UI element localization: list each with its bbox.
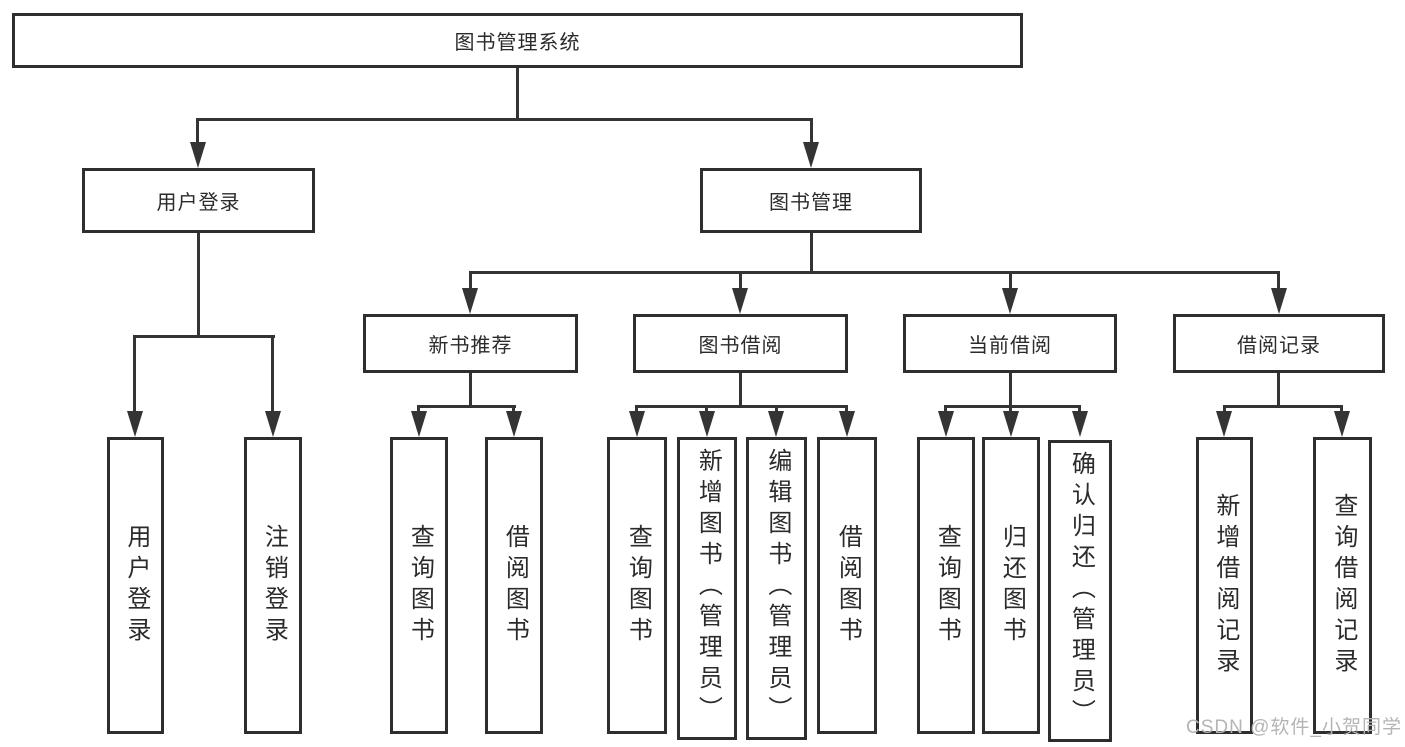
node-current-label: 当前借阅 [968,335,1052,357]
node-leaf-records-add-label: 新增借阅记录 [1211,492,1239,679]
connector-line [810,118,813,146]
arrow-down-icon [190,142,206,168]
node-records-label: 借阅记录 [1237,335,1321,357]
node-leaf-logout-label: 注销登录 [260,523,288,648]
connector-line [469,271,472,290]
arrow-down-icon [1003,411,1019,437]
node-user-login: 用户登录 [82,168,315,233]
arrow-down-icon [1216,411,1232,437]
connector-line [705,405,708,413]
arrow-down-icon [1072,411,1088,437]
node-leaf-borrowing-edit-admin-label: 编辑图书（管理员） [763,448,791,727]
node-leaf-user-login-label: 用户登录 [122,523,150,648]
connector-line [636,405,848,408]
node-root: 图书管理系统 [12,13,1023,68]
connector-line [739,271,742,290]
connector-line [1009,271,1012,290]
node-book-mgmt-label: 图书管理 [769,192,853,214]
connector-line [512,405,515,413]
node-book-mgmt: 图书管理 [700,168,922,233]
node-leaf-borrowing-edit-admin: 编辑图书（管理员） [746,437,807,740]
node-leaf-current-return: 归还图书 [982,437,1040,734]
connector-line [1223,405,1343,408]
node-root-label: 图书管理系统 [454,32,581,54]
connector-line [1009,405,1012,413]
arrow-down-icon [462,288,478,314]
node-borrowing-label: 图书借阅 [698,335,783,357]
connector-line [1223,405,1226,413]
node-leaf-current-confirm-admin: 确认归还（管理员） [1048,440,1112,742]
node-leaf-borrowing-add-admin: 新增图书（管理员） [677,437,737,740]
arrow-down-icon [127,411,143,437]
node-leaf-borrowing-query: 查询图书 [607,437,667,734]
node-leaf-records-query-label: 查询借阅记录 [1329,492,1357,679]
node-leaf-borrowing-add-admin-label: 新增图书（管理员） [694,448,722,727]
connector-line [418,405,516,408]
connector-line [469,271,1280,274]
arrow-down-icon [938,411,954,437]
arrow-down-icon [732,288,748,314]
connector-line [1277,271,1280,290]
connector-line [739,373,742,407]
connector-line [271,335,274,411]
arrow-down-icon [1334,411,1350,437]
node-leaf-user-login: 用户登录 [107,437,164,734]
node-leaf-logout: 注销登录 [244,437,302,734]
arrow-down-icon [699,411,715,437]
arrow-down-icon [629,411,645,437]
node-leaf-current-return-label: 归还图书 [998,523,1026,648]
connector-line [810,233,813,274]
arrow-down-icon [265,411,281,437]
node-leaf-borrowing-borrow-label: 借阅图书 [834,523,862,648]
connector-line [1277,373,1280,407]
node-user-login-label: 用户登录 [156,192,241,214]
connector-line [133,335,275,338]
node-leaf-borrowing-borrow: 借阅图书 [817,437,877,734]
node-leaf-newbooks-query: 查询图书 [390,437,448,734]
node-leaf-records-query: 查询借阅记录 [1313,437,1372,734]
connector-line [469,373,472,407]
node-leaf-newbooks-borrow-label: 借阅图书 [501,523,529,648]
connector-line [516,68,519,120]
connector-line [845,405,848,413]
arrow-down-icon [1002,288,1018,314]
connector-line [1078,405,1081,413]
node-leaf-current-query: 查询图书 [917,437,975,734]
arrow-down-icon [1271,288,1287,314]
connector-line [945,405,1081,408]
arrow-down-icon [803,142,819,168]
connector-line [775,405,778,413]
connector-line [944,405,947,413]
arrow-down-icon [506,411,522,437]
node-leaf-current-confirm-admin-label: 确认归还（管理员） [1067,451,1095,730]
node-leaf-newbooks-query-label: 查询图书 [406,523,434,648]
connector-line [196,118,199,146]
connector-line [1340,405,1343,413]
node-records: 借阅记录 [1173,314,1385,373]
connector-line [197,233,200,337]
arrow-down-icon [768,411,784,437]
node-leaf-newbooks-borrow: 借阅图书 [485,437,543,734]
arrow-down-icon [839,411,855,437]
node-current: 当前借阅 [903,314,1117,373]
connector-line [1009,373,1012,407]
connector-line [417,405,420,413]
node-leaf-borrowing-query-label: 查询图书 [624,523,652,648]
watermark: CSDN @软件_小贺同学 [1186,717,1402,738]
node-new-books: 新书推荐 [363,314,578,373]
connector-line [133,335,136,411]
connector-line [196,118,813,121]
connector-line [635,405,638,413]
node-leaf-records-add: 新增借阅记录 [1196,437,1253,734]
arrow-down-icon [411,411,427,437]
node-leaf-current-query-label: 查询图书 [933,523,961,648]
node-new-books-label: 新书推荐 [428,335,513,357]
node-borrowing: 图书借阅 [633,314,848,373]
